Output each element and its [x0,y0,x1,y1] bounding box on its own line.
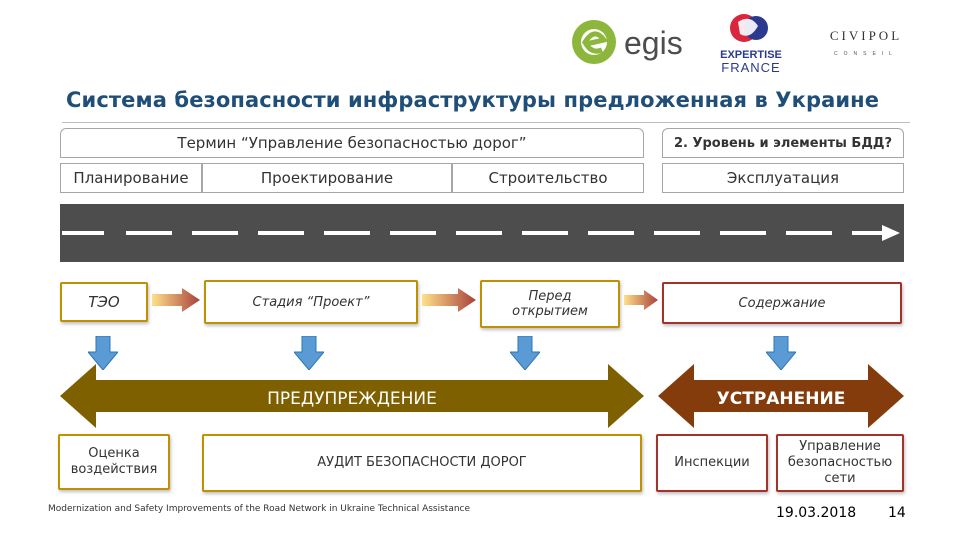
arrow-project-to-opening [422,288,476,312]
stage-maintenance: Содержание [662,282,902,324]
phase-design-label: Проектирование [260,169,394,187]
stage-teo: ТЭО [60,282,148,322]
network-safety-label: Управление безопасностью сети [787,438,893,487]
civipol-conseil-text: CONSEIL [834,51,898,57]
down-arrow-icon [510,336,540,370]
stage-teo-label: ТЭО [88,293,120,311]
prevention-label: ПРЕДУПРЕЖДЕНИЕ [267,389,437,409]
stage-project-label: Стадия “Проект” [252,294,370,310]
phase-planning-label: Планирование [73,169,189,187]
civipol-logo-text: CIVIPOL [830,28,902,43]
page-number: 14 [888,505,906,521]
down-arrow-icon [766,336,796,370]
inspections-box: Инспекции [656,434,768,492]
road-safety-audit-box: АУДИТ БЕЗОПАСНОСТИ ДОРОГ [202,434,642,492]
inspections-label: Инспекции [674,454,750,470]
level-band-label: 2. Уровень и элементы БДД? [673,135,893,151]
expertise-logo-text: EXPERTISE [720,49,782,61]
elimination-arrow: УСТРАНЕНИЕ [658,364,904,428]
phase-operation: Эксплуатация [662,163,904,193]
slide-date: 19.03.2018 [776,505,857,521]
stage-project: Стадия “Проект” [204,280,418,324]
phase-construction-label: Строительство [488,169,608,187]
civipol-logo: CIVIPOL CONSEIL [818,22,914,62]
arrow-opening-to-maintenance [624,290,658,310]
phase-operation-label: Эксплуатация [726,169,840,187]
stage-opening-label: Перед открытием [512,289,588,319]
network-safety-box: Управление безопасностью сети [776,434,904,492]
level-band: 2. Уровень и элементы БДД? [662,128,904,158]
title-divider [62,122,910,123]
arrow-teo-to-project [152,288,200,312]
egis-logo-text: egis [624,25,683,61]
france-logo-text: FRANCE [721,60,780,75]
term-band: Термин “Управление безопасностью дорог” [60,128,644,158]
impact-assessment-box: Оценка воздействия [58,434,170,490]
road-graphic [60,204,904,262]
prevention-arrow: ПРЕДУПРЕЖДЕНИЕ [60,364,644,428]
road-safety-audit-label: АУДИТ БЕЗОПАСНОСТИ ДОРОГ [317,454,527,470]
elimination-label: УСТРАНЕНИЕ [717,389,846,409]
impact-assessment-label: Оценка воздействия [70,445,158,477]
stage-opening: Перед открытием [480,280,620,328]
footer-text: Modernization and Safety Improvements of… [48,504,471,514]
slide-title: Система безопасности инфраструктуры пред… [66,88,880,112]
expertise-france-logo: EXPERTISE FRANCE [712,10,790,80]
stage-maintenance-label: Содержание [738,295,826,311]
phase-construction: Строительство [452,163,644,193]
egis-logo: egis [568,14,698,70]
phase-planning: Планирование [60,163,202,193]
down-arrow-icon [88,336,118,370]
phase-design: Проектирование [202,163,452,193]
down-arrow-icon [294,336,324,370]
term-band-label: Термин “Управление безопасностью дорог” [177,134,527,152]
